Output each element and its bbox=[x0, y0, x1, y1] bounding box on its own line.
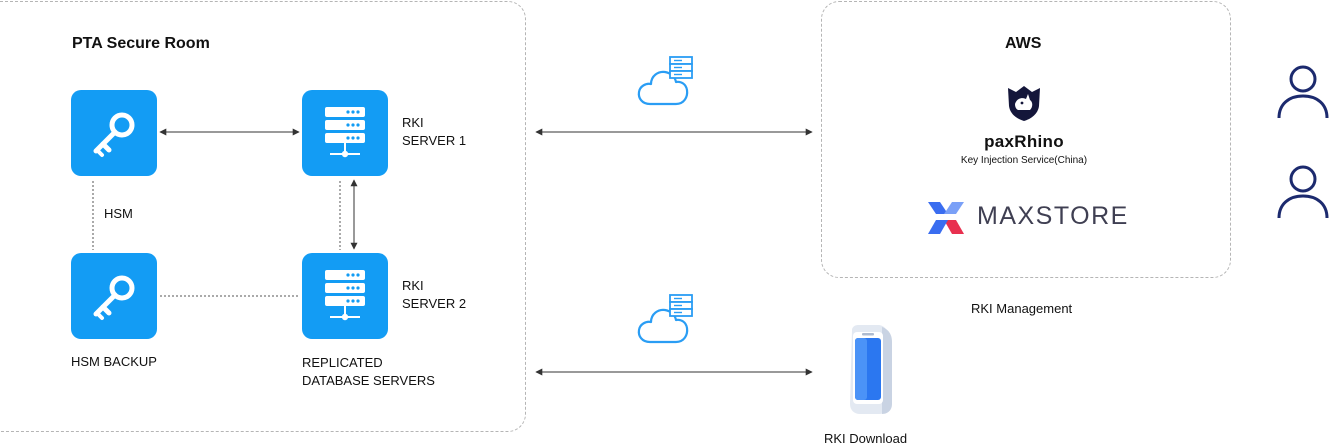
paxrhino-name: paxRhino bbox=[984, 132, 1064, 151]
rki-server-2-tile[interactable] bbox=[302, 253, 388, 339]
cloud-server-icon bbox=[636, 54, 696, 110]
user-icon bbox=[1276, 64, 1330, 120]
pta-secure-room-panel bbox=[0, 1, 526, 432]
rki-server-1-label-line1: RKI bbox=[402, 115, 424, 130]
payment-terminal-icon bbox=[842, 324, 898, 416]
hsm-backup-tile[interactable] bbox=[71, 253, 157, 339]
replicated-label-line1: REPLICATED bbox=[302, 355, 383, 370]
cloud-server-icon bbox=[636, 292, 696, 348]
rki-server-2-label-line2: SERVER 2 bbox=[402, 296, 467, 311]
rki-server-1-tile[interactable] bbox=[302, 90, 388, 176]
user-icon bbox=[1276, 164, 1330, 220]
rki-download-caption: RKI Download bbox=[824, 431, 908, 446]
hsm-tile[interactable] bbox=[71, 90, 157, 176]
key-icon bbox=[93, 275, 135, 320]
paxrhino-subtitle: Key Injection Service(China) bbox=[960, 155, 1088, 166]
secure-room-title: PTA Secure Room bbox=[72, 35, 210, 52]
hsm-backup-label: HSM BACKUP bbox=[71, 354, 157, 369]
maxstore-name: MAXSTORE bbox=[977, 202, 1129, 230]
rki-management-caption: RKI Management bbox=[971, 301, 1073, 316]
hsm-label: HSM bbox=[104, 206, 133, 221]
replicated-label-line2: DATABASE SERVERS bbox=[302, 373, 435, 388]
server-icon bbox=[325, 107, 365, 158]
aws-title: AWS bbox=[1005, 35, 1042, 52]
aws-panel bbox=[821, 1, 1231, 278]
key-icon bbox=[93, 112, 135, 157]
maxstore-logo-icon bbox=[926, 198, 966, 238]
server-icon bbox=[325, 270, 365, 321]
rki-server-2-label-line1: RKI bbox=[402, 278, 424, 293]
paxrhino-logo-icon bbox=[1006, 84, 1042, 122]
rki-server-1-label-line2: SERVER 1 bbox=[402, 133, 467, 148]
